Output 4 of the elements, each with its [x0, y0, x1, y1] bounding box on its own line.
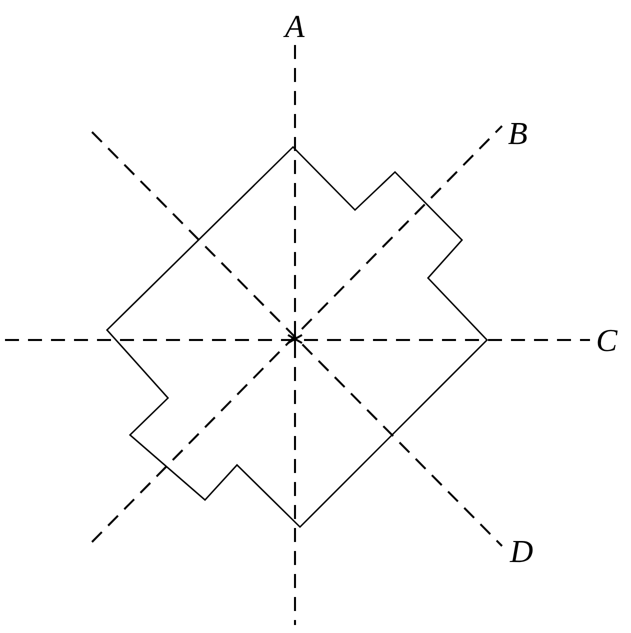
- axis-label: A: [285, 10, 305, 42]
- axis-label: D: [510, 535, 534, 567]
- axis-label: C: [596, 324, 618, 356]
- axis-label: B: [508, 117, 528, 149]
